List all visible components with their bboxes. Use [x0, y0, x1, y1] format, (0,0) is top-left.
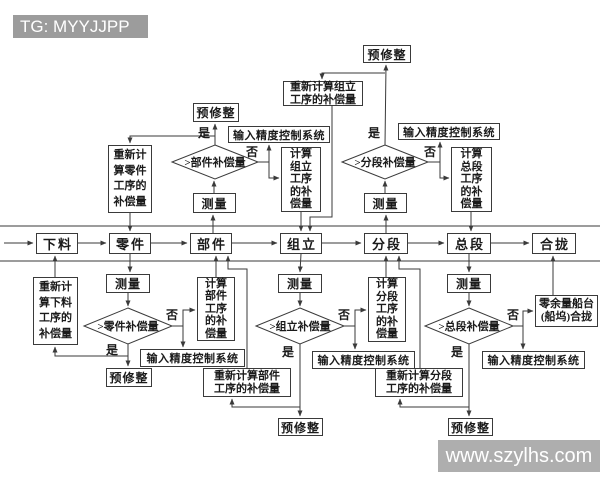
input-precision-box-assembly-loop: 输入精度控制系统 [312, 351, 415, 369]
header-tag: TG: MYYJJPP [13, 15, 148, 38]
stage-section: 分段 [364, 233, 408, 254]
no-label-piece-loop: 否 [166, 308, 179, 322]
stage-erection: 合拢 [532, 233, 576, 254]
pre-repair-box-part-loop: 预修整 [193, 103, 239, 122]
decision-part-compensation: >部件补偿量 [184, 157, 246, 169]
input-precision-box-section-loop: 输入精度控制系统 [398, 123, 500, 140]
measure-box-part-loop: 测量 [193, 193, 236, 213]
decision-piece-compensation: >零件补偿量 [97, 321, 159, 333]
measure-box-section-loop: 测量 [364, 193, 407, 213]
measure-box-grand-block-loop: 测量 [447, 274, 491, 293]
yes-label-section-loop: 是 [368, 126, 381, 140]
recalc-part-box: 重新计算部件 工序的补偿量 [203, 368, 291, 397]
input-precision-box-grand-block-loop: 输入精度控制系统 [482, 351, 585, 369]
input-precision-box-part-loop: 输入精度控制系统 [228, 126, 330, 143]
yes-label-assembly-loop: 是 [282, 345, 295, 359]
stage-part: 部件 [190, 233, 232, 254]
calc-assembly-box: 计算 组立 工序 的补 偿量 [281, 147, 321, 212]
yes-label-piece-loop: 是 [106, 343, 119, 357]
pre-repair-box-assembly-loop: 预修整 [278, 418, 323, 436]
stage-blanking: 下料 [36, 233, 78, 254]
stage-grand-block: 总段 [447, 233, 491, 254]
pre-repair-box-piece-loop: 预修整 [106, 368, 152, 387]
decision-assembly-compensation: >组立补偿量 [269, 321, 331, 333]
pre-repair-box-grand-block-loop: 预修整 [448, 418, 493, 436]
decision-grand-block-compensation: >总段补偿量 [438, 321, 500, 333]
measure-box-assembly-loop: 测量 [278, 274, 322, 293]
no-label-grand-block-loop: 否 [507, 308, 520, 322]
zero-margin-erection-box: 零余量船台 (船坞)合拢 [535, 295, 598, 327]
calc-part-box: 计算 部件 工序 的补 偿量 [197, 277, 235, 341]
measure-box-piece-loop: 测量 [106, 274, 150, 293]
watermark-url: www.szylhs.com [438, 440, 600, 472]
recalc-piece-box: 重新计 算零件 工序的 补偿量 [108, 145, 152, 213]
no-label-section-loop: 否 [424, 145, 437, 159]
calc-grand-block-box: 计算 总段 工序 的补 偿量 [451, 147, 492, 212]
recalc-blanking-box: 重新计 算下料 工序的 补偿量 [33, 277, 78, 345]
input-precision-box-piece-loop: 输入精度控制系统 [140, 349, 245, 367]
stage-piece: 零件 [109, 233, 151, 254]
yes-label-grand-block-loop: 是 [451, 345, 464, 359]
decision-section-compensation: >分段补偿量 [354, 157, 416, 169]
no-label-part-loop: 否 [246, 145, 259, 159]
decision-diamond-shapes [82, 144, 515, 345]
recalc-section-box: 重新计算分段 工序的补偿量 [375, 368, 463, 397]
calc-section-box: 计算 分段 工序 的补 偿量 [368, 277, 406, 342]
stage-assembly: 组立 [280, 233, 322, 254]
recalc-assembly-box: 重新计算组立 工序的补偿量 [283, 81, 363, 106]
pre-repair-box-section-loop: 预修整 [363, 45, 411, 63]
yes-label-part-loop: 是 [198, 126, 211, 140]
no-label-assembly-loop: 否 [338, 308, 351, 322]
